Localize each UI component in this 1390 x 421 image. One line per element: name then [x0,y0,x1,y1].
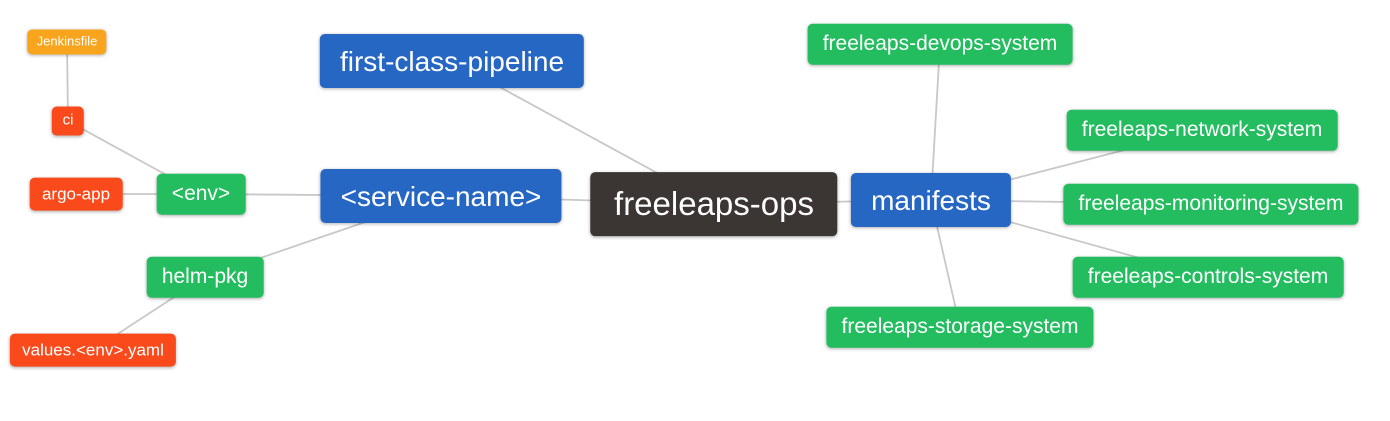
node-freeleaps-monitoring-system[interactable]: freeleaps-monitoring-system [1063,183,1359,225]
node-values-env-yaml[interactable]: values.<env>.yaml [9,333,177,367]
node-jenkinsfile[interactable]: Jenkinsfile [27,29,107,55]
node-service-name[interactable]: <service-name> [320,168,562,224]
node-helm-pkg[interactable]: helm-pkg [146,256,264,298]
node-freeleaps-controls-system[interactable]: freeleaps-controls-system [1072,256,1344,298]
node-manifests[interactable]: manifests [850,172,1012,228]
node-ci[interactable]: ci [51,106,85,136]
node-freeleaps-network-system[interactable]: freeleaps-network-system [1066,109,1338,151]
node-freeleaps-devops-system[interactable]: freeleaps-devops-system [807,23,1073,65]
node-argo-app[interactable]: argo-app [29,177,123,211]
node-freeleaps-storage-system[interactable]: freeleaps-storage-system [826,306,1094,348]
node-freeleaps-ops[interactable]: freeleaps-ops [590,172,838,236]
node-first-class-pipeline[interactable]: first-class-pipeline [319,33,585,89]
node-env[interactable]: <env> [156,173,246,215]
